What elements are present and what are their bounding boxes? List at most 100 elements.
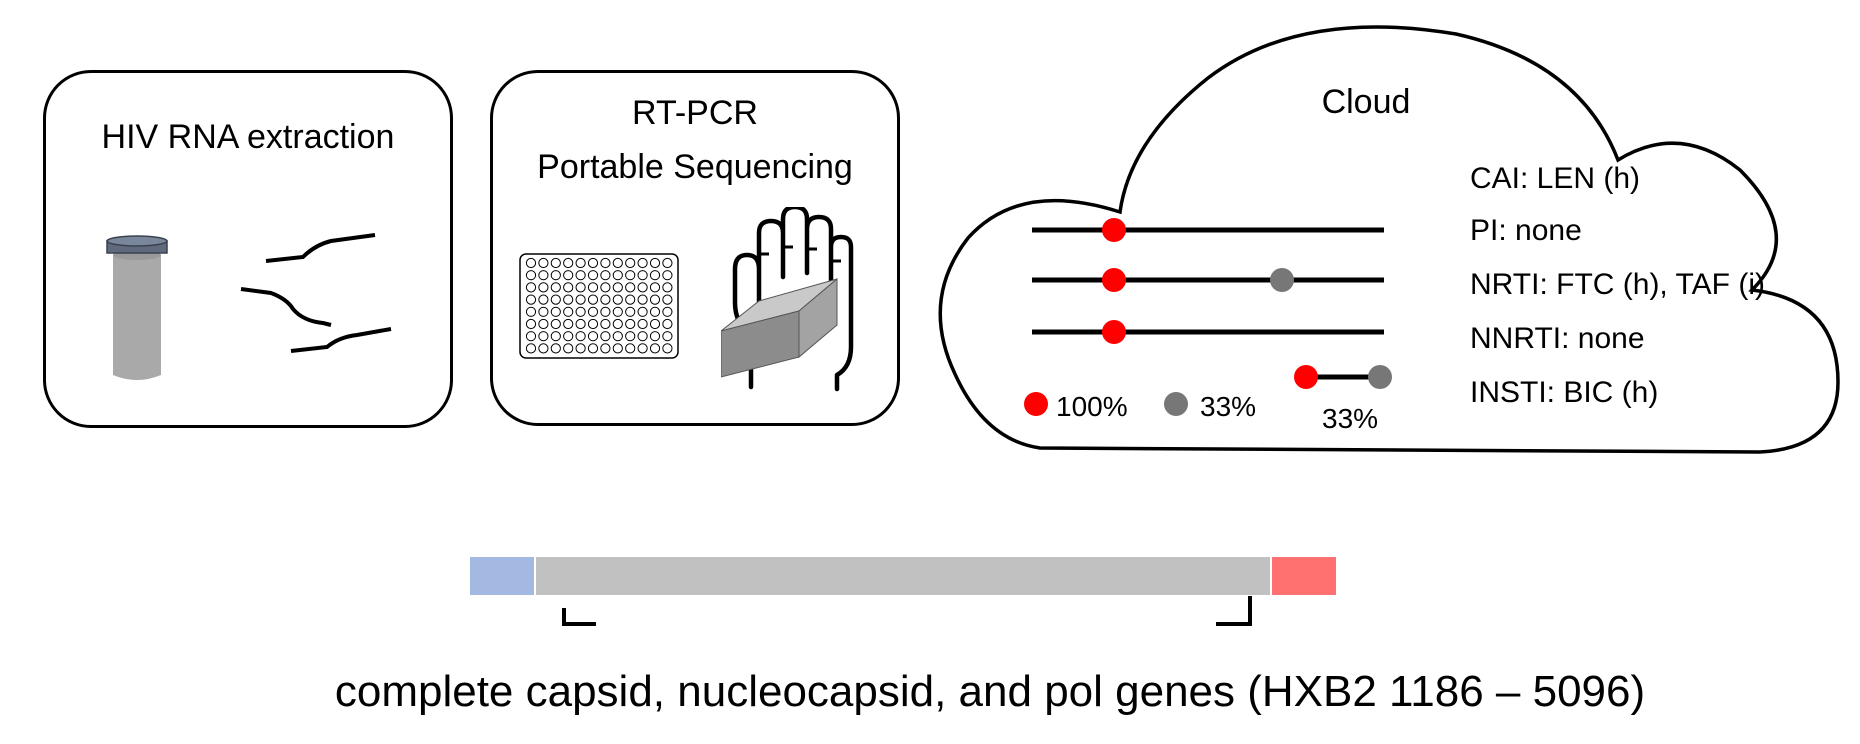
portable-sequencer-hand-icon xyxy=(721,207,854,392)
well xyxy=(538,343,549,354)
well xyxy=(575,343,586,354)
well xyxy=(550,257,561,269)
well xyxy=(649,270,661,281)
well xyxy=(575,257,586,269)
well xyxy=(649,282,661,293)
well xyxy=(612,331,623,342)
well xyxy=(563,331,574,342)
legend-red-dot xyxy=(1024,392,1048,416)
well xyxy=(612,270,623,281)
legend-gray-label: 33% xyxy=(1200,391,1256,422)
well xyxy=(600,270,611,281)
well xyxy=(600,343,611,354)
well xyxy=(649,318,661,330)
well xyxy=(649,343,661,354)
well xyxy=(587,282,599,293)
well xyxy=(637,257,648,269)
cloud-outline xyxy=(938,25,1840,454)
well xyxy=(662,331,673,342)
well xyxy=(612,282,623,293)
well xyxy=(538,294,549,305)
well xyxy=(563,306,574,317)
mutation-dot-red-1 xyxy=(1102,218,1126,242)
extraction-panel: HIV RNA extraction xyxy=(43,70,453,428)
sequencing-title-line2: Portable Sequencing xyxy=(537,148,853,186)
genome-region-bracket-right xyxy=(1216,596,1252,626)
well xyxy=(587,306,599,317)
well xyxy=(637,294,648,305)
well xyxy=(525,318,537,330)
well xyxy=(525,282,537,293)
well xyxy=(625,343,636,354)
sample-tube-icon xyxy=(106,235,168,380)
mutation-dot-gray-2 xyxy=(1270,268,1294,292)
well xyxy=(587,257,599,269)
well xyxy=(525,270,537,281)
well xyxy=(525,257,537,269)
legend-link-label: 33% xyxy=(1322,403,1378,434)
well xyxy=(563,257,574,269)
well xyxy=(587,270,599,281)
well xyxy=(563,282,574,293)
well xyxy=(612,257,623,269)
well xyxy=(538,331,549,342)
well xyxy=(625,306,636,317)
well xyxy=(662,294,673,305)
well xyxy=(525,331,537,342)
well xyxy=(550,306,561,317)
well xyxy=(612,343,623,354)
genome-bar-right-segment xyxy=(1272,557,1336,595)
well xyxy=(625,294,636,305)
well xyxy=(538,257,549,269)
well xyxy=(649,294,661,305)
well xyxy=(538,306,549,317)
well xyxy=(563,343,574,354)
well xyxy=(600,257,611,269)
well xyxy=(563,318,574,330)
well xyxy=(625,257,636,269)
well xyxy=(563,294,574,305)
well xyxy=(550,270,561,281)
well-plate-frame xyxy=(519,253,679,359)
well xyxy=(575,294,586,305)
well xyxy=(587,294,599,305)
well xyxy=(575,282,586,293)
well xyxy=(649,331,661,342)
well xyxy=(637,282,648,293)
well xyxy=(600,294,611,305)
legend-red-label: 100% xyxy=(1056,391,1128,422)
genome-bar-middle-segment xyxy=(536,557,1270,595)
genome-region-label-text: complete capsid, nucleocapsid, and pol g… xyxy=(334,667,1646,716)
well xyxy=(525,306,537,317)
well xyxy=(662,318,673,330)
well xyxy=(600,318,611,330)
genome-region-bracket-left xyxy=(562,608,596,626)
genome-bar-left-segment xyxy=(470,557,534,595)
well xyxy=(662,306,673,317)
well xyxy=(637,331,648,342)
well xyxy=(662,343,673,354)
well xyxy=(525,343,537,354)
well xyxy=(587,331,599,342)
drug-class-insti: INSTI: BIC (h) xyxy=(1470,376,1658,409)
well xyxy=(550,343,561,354)
well-plate-icon xyxy=(519,253,679,359)
legend-gray-dot xyxy=(1164,392,1188,416)
well xyxy=(600,282,611,293)
well xyxy=(550,294,561,305)
well xyxy=(625,331,636,342)
well xyxy=(587,343,599,354)
well xyxy=(637,270,648,281)
well xyxy=(538,270,549,281)
well xyxy=(575,331,586,342)
well xyxy=(662,282,673,293)
well xyxy=(625,282,636,293)
well xyxy=(550,331,561,342)
legend-link-gray-dot xyxy=(1368,365,1392,389)
cloud-title: Cloud xyxy=(1322,83,1411,121)
well xyxy=(550,318,561,330)
well xyxy=(649,306,661,317)
drug-class-nnrti: NNRTI: none xyxy=(1470,322,1645,355)
drug-class-nrti: NRTI: FTC (h), TAF (i) xyxy=(1470,268,1765,301)
